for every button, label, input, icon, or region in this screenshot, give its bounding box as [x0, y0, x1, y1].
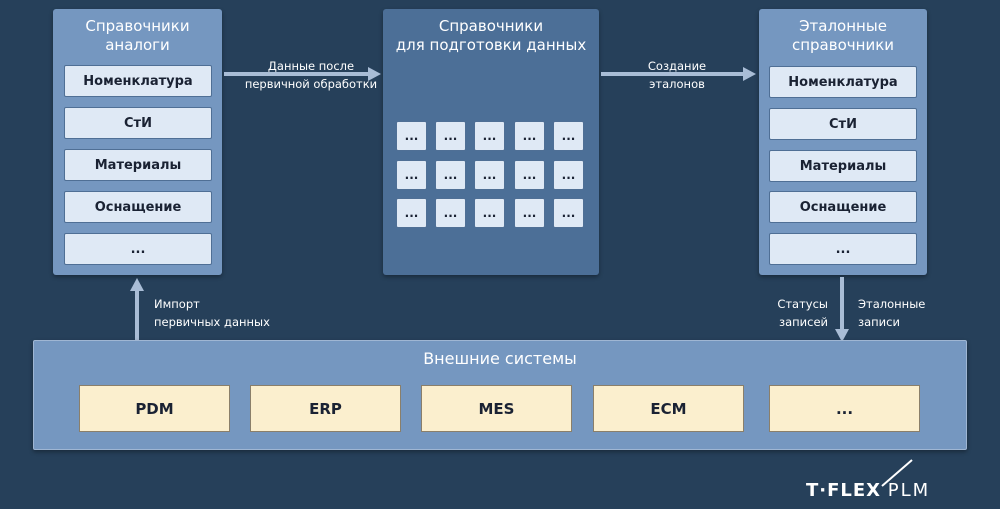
left-item-more: ... [64, 233, 212, 265]
prep-cell: ... [474, 160, 505, 190]
arrow-reference-records-label: Эталонные записи [858, 297, 926, 329]
left-item-materials: Материалы [64, 149, 212, 181]
arrow-statuses-label: Статусы записей [777, 297, 828, 329]
arrow-import-label: Импорт первичных данных [154, 297, 270, 329]
reference-directories-title: Эталонные справочники [791, 17, 894, 54]
reference-directories-panel: Эталонные справочники Номенклатура СтИ М… [759, 9, 927, 275]
prep-cell: ... [396, 121, 427, 151]
prep-cell: ... [514, 198, 545, 228]
arrow-left-to-middle [224, 67, 381, 81]
reference-analogs-panel: Справочники аналоги Номенклатура СтИ Мат… [53, 9, 222, 275]
logo-product: PLM [887, 480, 931, 501]
right-item-materials: Материалы [769, 150, 917, 182]
arrow-import-up [130, 278, 144, 343]
left-item-nomenclature: Номенклатура [64, 65, 212, 97]
left-item-sti: СтИ [64, 107, 212, 139]
data-preparation-title: Справочники для подготовки данных [395, 17, 587, 54]
reference-analogs-title: Справочники аналоги [85, 17, 190, 54]
logo-slash-icon [881, 459, 913, 487]
prep-cell: ... [474, 198, 505, 228]
right-item-more: ... [769, 233, 917, 265]
system-ecm: ECM [593, 385, 744, 432]
prep-cell: ... [435, 198, 466, 228]
prep-cell: ... [435, 121, 466, 151]
tflex-plm-logo: T·FLEX PLM [806, 480, 930, 501]
arrow-left-to-middle-label: Данные после первичной обработки [244, 59, 378, 91]
right-item-nomenclature: Номенклатура [769, 66, 917, 98]
prep-cell: ... [396, 198, 427, 228]
prep-cell: ... [514, 121, 545, 151]
prep-cell: ... [435, 160, 466, 190]
prep-cell: ... [553, 198, 584, 228]
prep-cell: ... [553, 160, 584, 190]
arrow-middle-to-right-label: Создание эталонов [647, 59, 707, 91]
prep-cell: ... [514, 160, 545, 190]
data-preparation-panel: Справочники для подготовки данных ... ..… [383, 9, 599, 275]
left-item-equipment: Оснащение [64, 191, 212, 223]
prep-cell: ... [474, 121, 505, 151]
system-mes: MES [421, 385, 572, 432]
arrow-reference-down [835, 277, 849, 342]
logo-brand: T·FLEX [806, 480, 882, 501]
system-pdm: PDM [79, 385, 230, 432]
arrow-middle-to-right [601, 67, 756, 81]
prep-cell: ... [396, 160, 427, 190]
right-item-equipment: Оснащение [769, 191, 917, 223]
prep-cell: ... [553, 121, 584, 151]
right-item-sti: СтИ [769, 108, 917, 140]
external-systems-title: Внешние системы [423, 349, 577, 368]
system-erp: ERP [250, 385, 401, 432]
system-more: ... [769, 385, 920, 432]
